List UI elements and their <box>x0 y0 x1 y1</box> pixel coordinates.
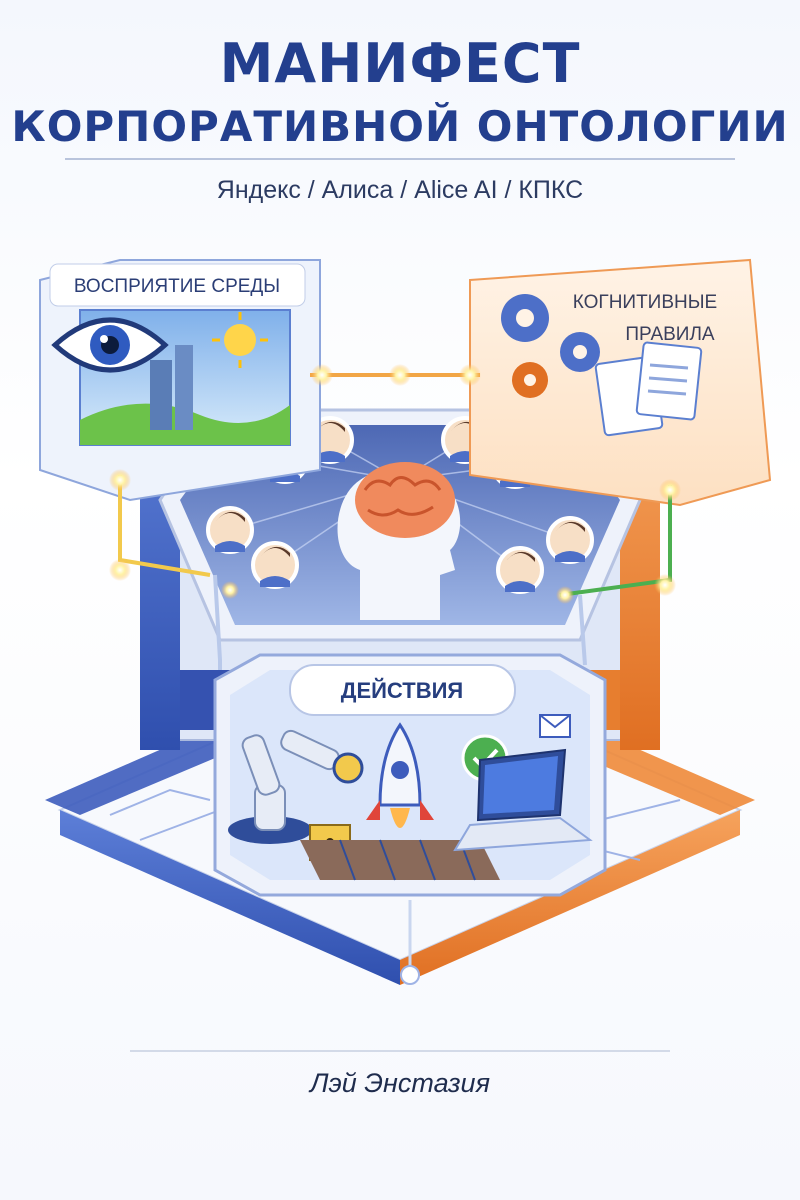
actions-label: ДЕЙСТВИЯ <box>341 678 463 703</box>
ontology-illustration: ВОСПРИЯТИЕ СРЕДЫ КОГНИТИВНЫЕ ПРАВИЛА <box>39 258 772 985</box>
mail-icon <box>539 714 571 738</box>
cognitive-label-line-2: ПРАВИЛА <box>625 324 715 345</box>
subtitle: Яндекс / Алиса / Alice AI / КПКС <box>216 176 584 204</box>
author-divider <box>130 1050 670 1052</box>
robot-arm-icon <box>228 729 364 844</box>
base-connector <box>400 900 420 985</box>
cover-title-line-2: КОРПОРАТИВНОЙ ОНТОЛОГИИ <box>11 102 789 151</box>
documents-icon <box>594 341 703 437</box>
glow-nodes <box>109 364 681 604</box>
cover-title-line-1: МАНИФЕСТ <box>219 32 581 95</box>
conveyor-platform <box>300 839 500 881</box>
sun-icon <box>212 312 268 368</box>
cognitive-label-line-1: КОГНИТИВНЫЕ <box>573 292 717 313</box>
title-divider <box>65 158 735 160</box>
actions-panel: ДЕЙСТВИЯ <box>213 653 607 897</box>
laptop-icon <box>453 748 593 852</box>
eye-icon <box>51 317 169 373</box>
perception-panel: ВОСПРИЯТИЕ СРЕДЫ <box>39 259 321 502</box>
brain-icon <box>355 462 455 538</box>
perception-label: ВОСПРИЯТИЕ СРЕДЫ <box>74 276 280 297</box>
rocket-icon <box>366 722 434 828</box>
cognitive-rules-panel: КОГНИТИВНЫЕ ПРАВИЛА <box>469 258 772 507</box>
author-name: Лэй Энстазия <box>310 1068 490 1098</box>
gears-icon <box>501 294 600 398</box>
